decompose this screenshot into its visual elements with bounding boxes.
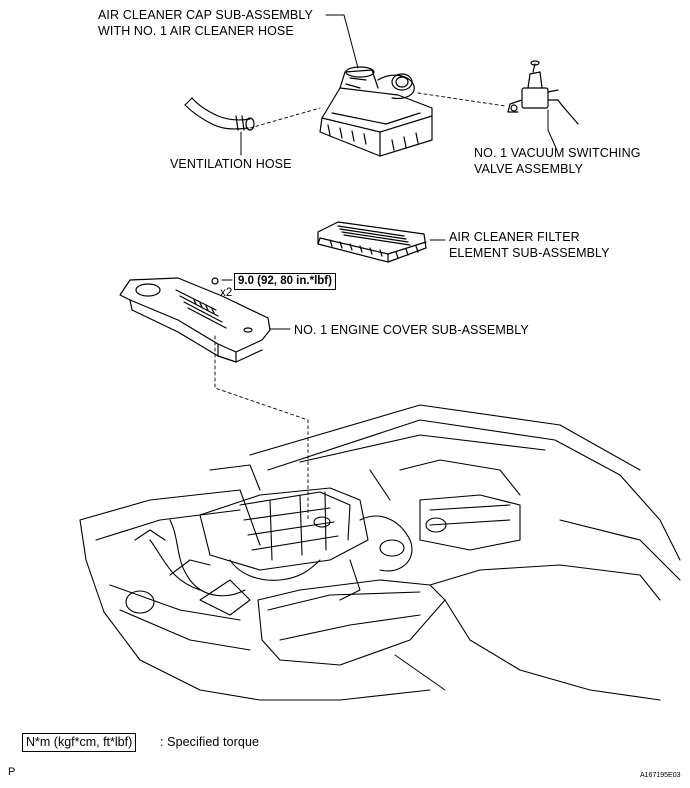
engine-cover-label: NO. 1 ENGINE COVER SUB-ASSEMBLY: [294, 323, 529, 337]
vacuum-valve-drawing: [507, 60, 579, 125]
filter-element-drawing: [317, 221, 427, 263]
bolt-quantity: x2: [220, 287, 233, 299]
torque-spec-box: 9.0 (92, 80 in.*lbf): [234, 273, 336, 290]
engine-bay-drawing: [79, 404, 681, 701]
air-cleaner-cap-label-line1: AIR CLEANER CAP SUB-ASSEMBLY: [98, 8, 313, 22]
ventilation-hose-label: VENTILATION HOSE: [170, 157, 292, 171]
legend-description: : Specified torque: [160, 735, 260, 749]
filter-element-label-line1: AIR CLEANER FILTER: [449, 230, 580, 244]
figure-id: A167195E03: [640, 772, 681, 779]
ventilation-hose-drawing: [184, 97, 255, 131]
air-cleaner-cap-label-line2: WITH NO. 1 AIR CLEANER HOSE: [98, 24, 294, 38]
vacuum-valve-label-line1: NO. 1 VACUUM SWITCHING: [474, 146, 641, 160]
legend-unit-box: N*m (kgf*cm, ft*lbf): [22, 733, 137, 752]
footer-left-code: P: [8, 766, 16, 778]
air-cleaner-cap-drawing: [319, 66, 433, 157]
leader-lines: [221, 14, 557, 691]
vacuum-valve-label-line2: VALVE ASSEMBLY: [474, 162, 584, 176]
engine-cover-bolt: [211, 277, 219, 285]
filter-element-label-line2: ELEMENT SUB-ASSEMBLY: [449, 246, 610, 260]
engine-cover-drawing: [119, 277, 271, 363]
assembly-dashed-lines: [214, 92, 506, 521]
